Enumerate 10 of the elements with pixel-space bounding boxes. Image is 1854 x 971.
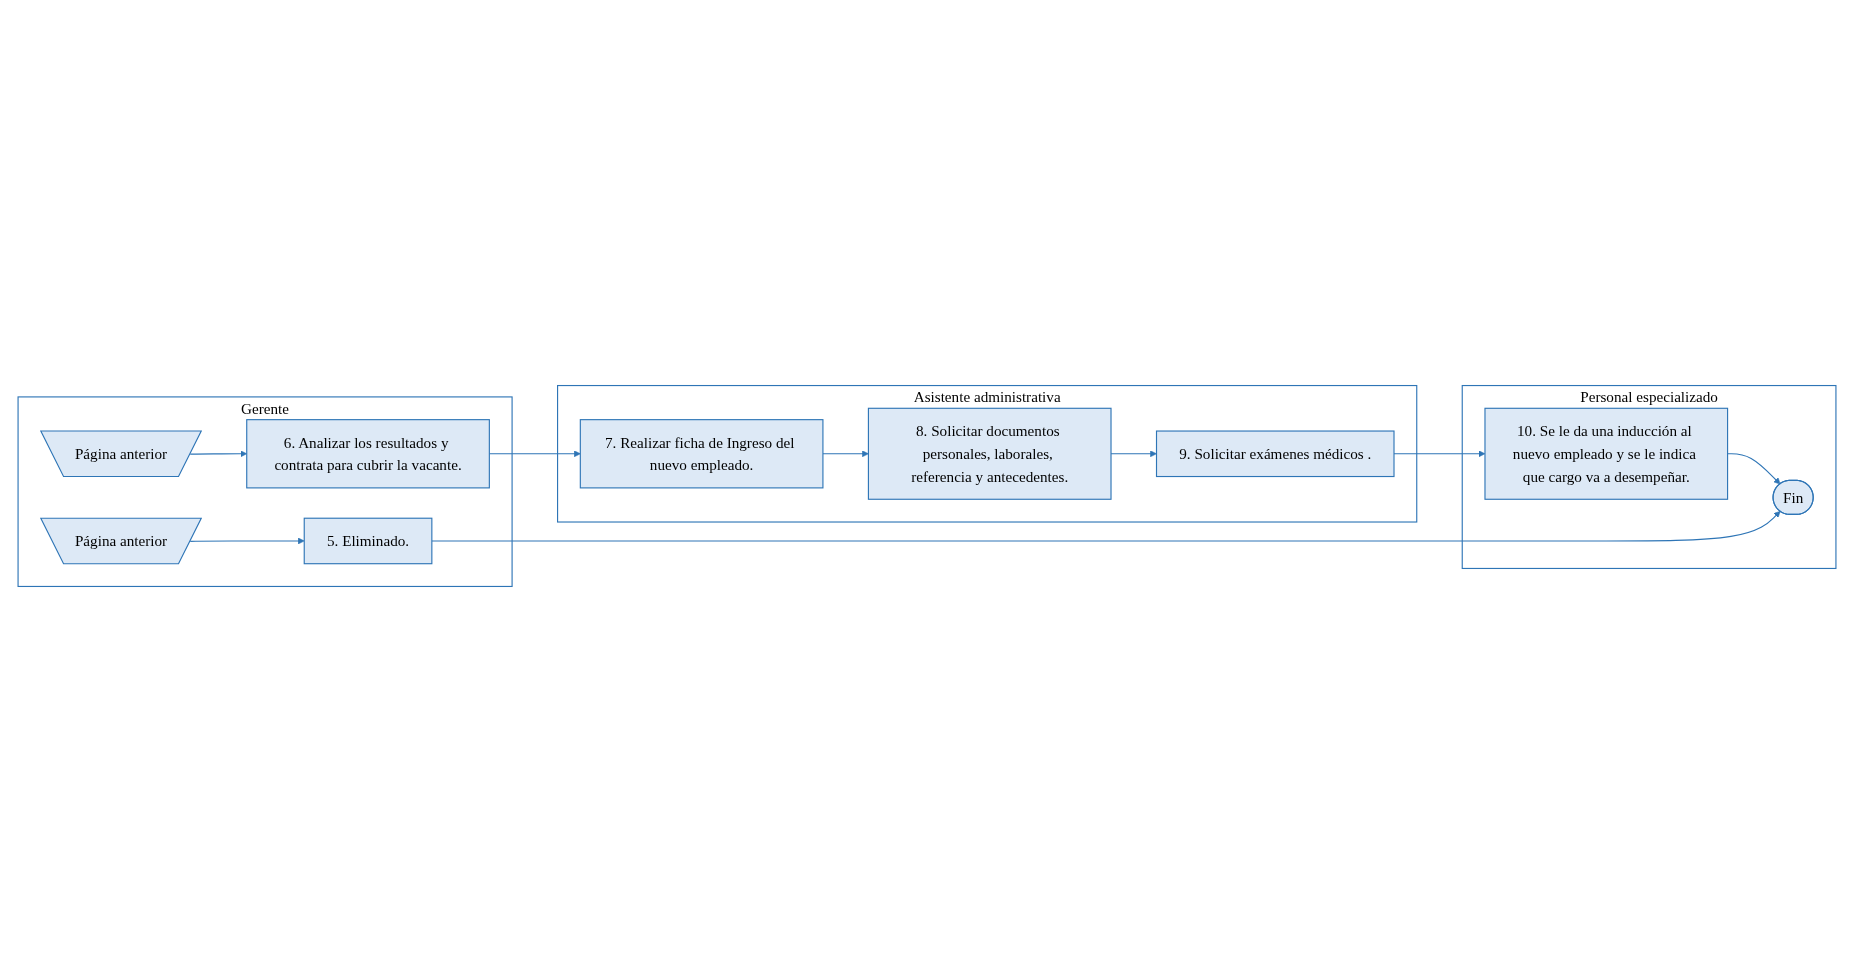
node-box: 6. Analizar los resultados y contrata para cubrir la vacante.	[246, 418, 490, 488]
node-box: 5. Eliminado.	[303, 517, 433, 564]
node-box: 9. Solicitar exámenes médicos .	[1155, 429, 1395, 477]
arrow	[431, 510, 1781, 542]
node-box: 8. Solicitar documentos personales, laborales, referencia y antecedentes.	[867, 407, 1112, 500]
node-box: 7. Realizar ficha de Ingreso del nuevo empleado.	[579, 418, 824, 488]
arrow	[1727, 452, 1781, 484]
arrow	[189, 537, 305, 544]
node-box: 10. Se le da una inducción al nuevo empleado y se le indica que cargo va a desempeñar.	[1484, 407, 1729, 500]
arrow	[822, 449, 869, 457]
